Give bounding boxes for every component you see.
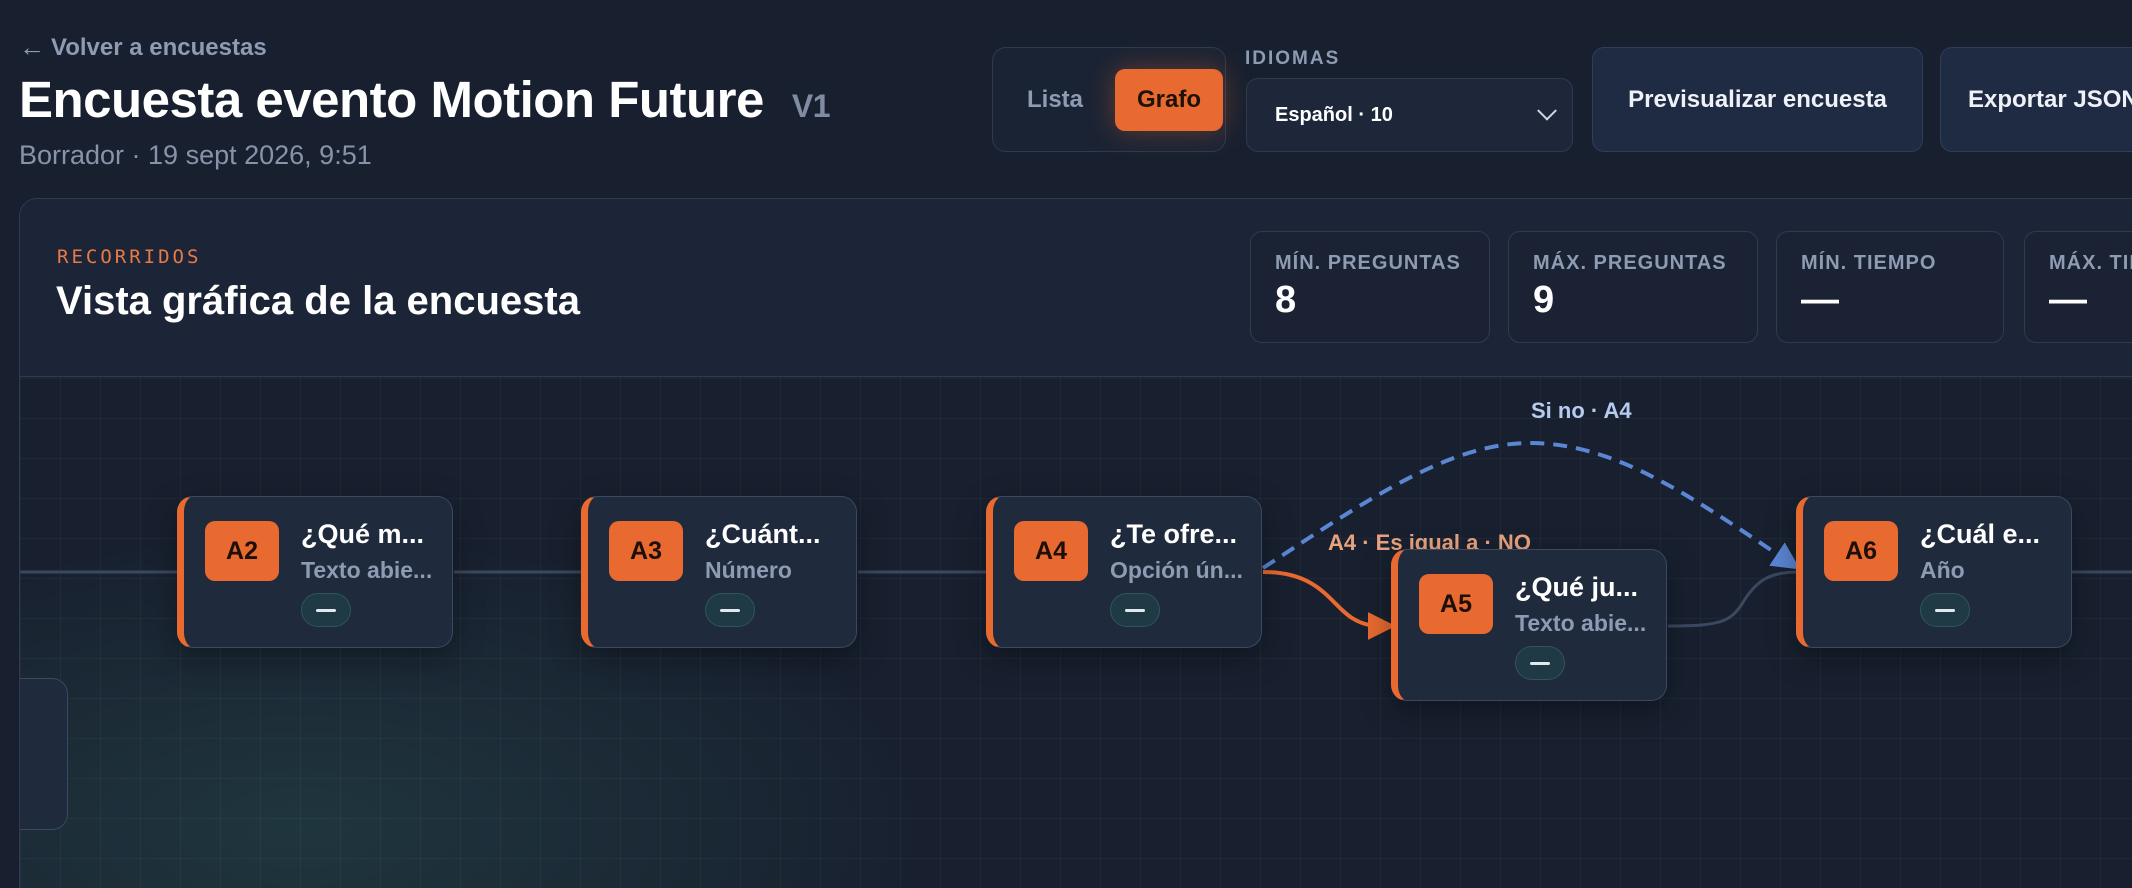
stat-min-time: MÍN. TIEMPO — [1776, 231, 2004, 343]
page-title: Encuesta evento Motion Future V1 [19, 70, 831, 129]
edge-a4-a6-else [1261, 440, 1801, 570]
graph-edges [20, 440, 2132, 640]
question-node-a6[interactable]: A6 ¿Cuál e... Año [1796, 496, 2072, 648]
version-badge: V1 [791, 88, 831, 124]
languages-label: IDIOMAS [1245, 48, 1341, 69]
edge-a5-a6 [1667, 570, 1799, 628]
node-id-badge: A5 [1419, 574, 1493, 634]
stat-value: — [2049, 279, 2087, 321]
language-selected-value: Español · 10 [1275, 103, 1393, 126]
question-node-a3[interactable]: A3 ¿Cuánt... Número [581, 496, 857, 648]
node-type: Opción ún... [1110, 557, 1243, 583]
node-question: ¿Te ofre... [1110, 519, 1238, 549]
node-question: ¿Cuál e... [1920, 519, 2041, 549]
node-status-pill [1515, 646, 1565, 680]
stat-min-questions: MÍN. PREGUNTAS 8 [1250, 231, 1490, 343]
node-type: Texto abie... [1515, 610, 1647, 636]
dash-icon [1125, 608, 1145, 612]
list-view-button[interactable]: Lista [1027, 85, 1084, 113]
stat-max-time: MÁX. TIEMPO — [2024, 231, 2132, 343]
node-type: Número [705, 557, 792, 583]
node-type: Año [1920, 557, 1965, 583]
graph-view-button[interactable]: Grafo [1115, 68, 1224, 131]
survey-graph-panel: RECORRIDOS Vista gráfica de la encuesta … [19, 198, 2132, 888]
stat-label: MÁX. PREGUNTAS [1533, 252, 1727, 274]
panel-eyebrow: RECORRIDOS [57, 246, 202, 268]
language-select[interactable]: Español · 10 [1246, 78, 1573, 152]
edge-label-else: Si no · A4 [1531, 398, 1632, 423]
node-question: ¿Qué m... [301, 519, 425, 549]
node-id-badge: A4 [1014, 521, 1088, 581]
dash-icon [1530, 661, 1550, 665]
node-question: ¿Cuánt... [705, 519, 821, 549]
node-status-pill [1920, 593, 1970, 627]
chevron-down-icon [1537, 100, 1557, 121]
edge-a4-a5-condition [1262, 570, 1396, 640]
node-question: ¿Qué ju... [1515, 572, 1639, 602]
question-node-a4[interactable]: A4 ¿Te ofre... Opción ún... [986, 496, 1262, 648]
node-type: Texto abie... [301, 557, 433, 583]
stat-label: MÁX. TIEMPO [2049, 252, 2132, 274]
node-id-badge: A6 [1824, 521, 1898, 581]
panel-header: RECORRIDOS Vista gráfica de la encuesta … [20, 199, 2132, 377]
preview-survey-button[interactable]: Previsualizar encuesta [1592, 47, 1923, 152]
question-node-a5[interactable]: A5 ¿Qué ju... Texto abie... [1391, 549, 1667, 701]
stat-value: 9 [1533, 279, 1555, 321]
back-link-label: Volver a encuestas [51, 33, 267, 61]
stat-max-questions: MÁX. PREGUNTAS 9 [1508, 231, 1758, 343]
dash-icon [1935, 608, 1955, 612]
node-id-badge: A2 [205, 521, 279, 581]
arrow-left-icon: ← [19, 32, 45, 62]
previous-node-partial[interactable] [20, 678, 68, 830]
node-status-pill [705, 593, 755, 627]
view-toggle: Lista Grafo [992, 47, 1226, 152]
node-id-badge: A3 [609, 521, 683, 581]
graph-canvas[interactable]: Si no · A4 A4 · Es igual a · NO A2 ¿Qué … [20, 378, 2132, 888]
survey-status: Borrador · 19 sept 2026, 9:51 [19, 140, 372, 170]
question-node-a2[interactable]: A2 ¿Qué m... Texto abie... [177, 496, 453, 648]
back-to-surveys-link[interactable]: ← Volver a encuestas [19, 32, 267, 63]
node-status-pill [1110, 593, 1160, 627]
stat-label: MÍN. TIEMPO [1801, 252, 1937, 274]
stat-value: 8 [1275, 279, 1297, 321]
stat-label: MÍN. PREGUNTAS [1275, 252, 1461, 274]
node-status-pill [301, 593, 351, 627]
stat-value: — [1801, 279, 1839, 321]
panel-title: Vista gráfica de la encuesta [56, 279, 580, 323]
dash-icon [316, 608, 336, 612]
survey-title: Encuesta evento Motion Future [19, 71, 764, 128]
dash-icon [720, 608, 740, 612]
export-json-button[interactable]: Exportar JSON [1940, 47, 2132, 152]
